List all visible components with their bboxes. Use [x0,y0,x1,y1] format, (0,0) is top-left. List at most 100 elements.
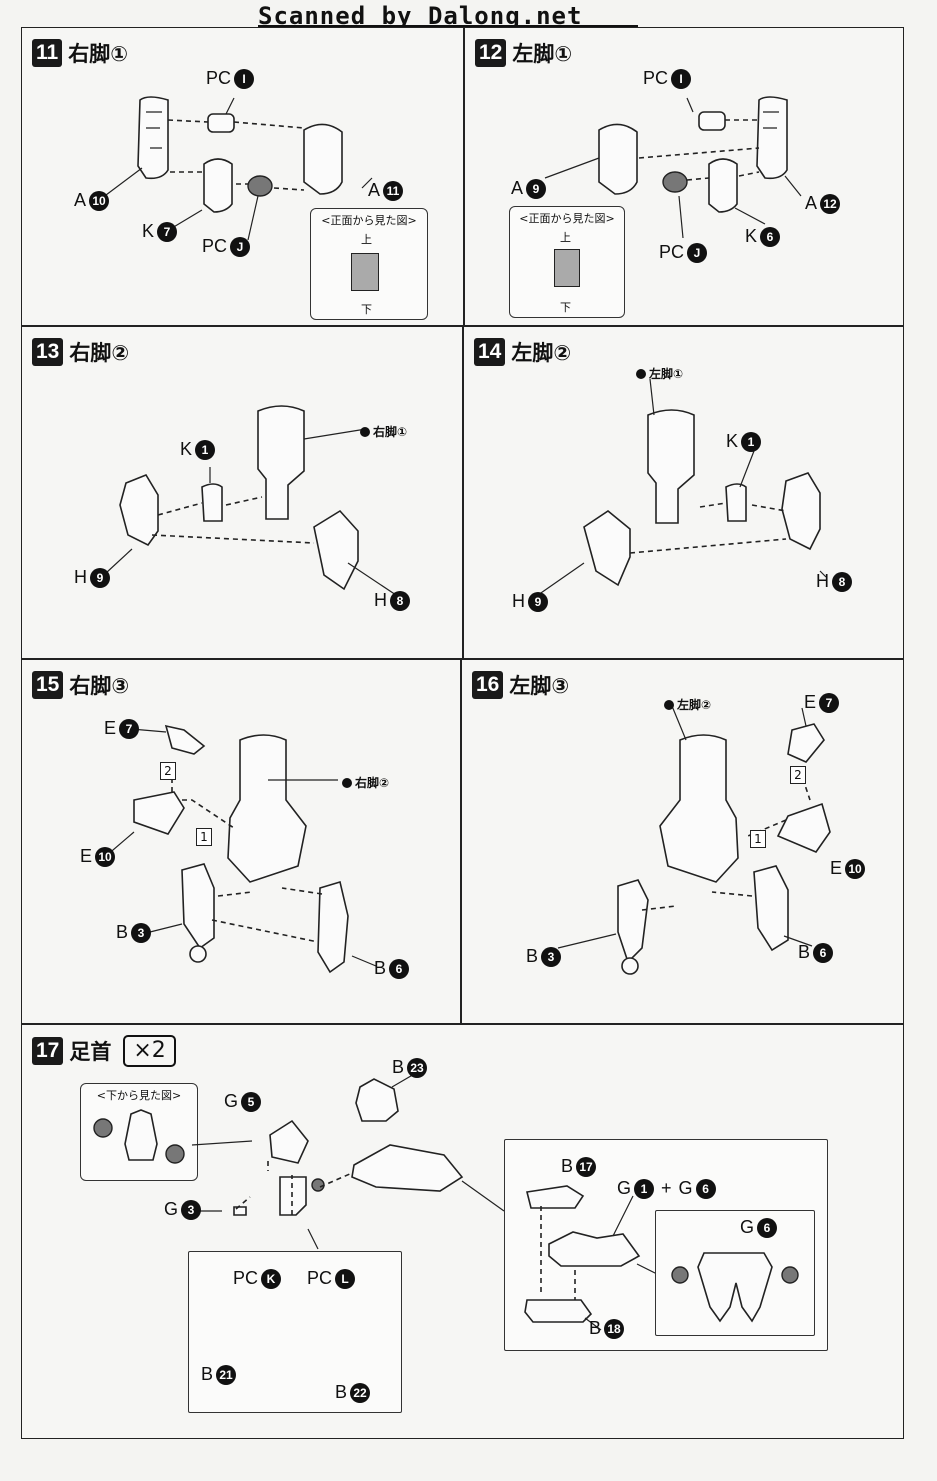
ref-right-leg-2: 右脚② [342,774,389,791]
step-name: 左脚③ [509,674,570,698]
step-number: 17 [32,1037,64,1065]
pc-front-shape [554,249,580,287]
part-number: 7 [819,692,840,713]
step-12-illustration [544,96,802,239]
step-17-title: 17 足首 ×2 [32,1035,176,1067]
step-17-illustration [191,1072,505,1388]
part-number: 1 [634,1178,655,1199]
step-name: 右脚③ [69,674,130,698]
g6-drawing [671,1252,799,1323]
part-number: 23 [407,1057,428,1078]
part-number: 9 [526,178,547,199]
order-step-2: 2 [160,762,176,780]
part-number: 3 [131,922,152,943]
part-number: 6 [760,226,781,247]
step-number: 13 [32,338,64,366]
step-13-illustration [105,405,403,600]
order-step-1: 1 [196,828,212,846]
part-number: 8 [390,590,410,611]
ref-left-leg-2: 左脚② [664,696,711,713]
part-number: I [234,68,255,89]
part-number: 6 [757,1217,778,1238]
step-number: 12 [475,39,507,67]
part-number: I [671,68,692,89]
pc-front-shape [351,253,379,291]
step-15-title: 15 右脚③ [32,670,129,700]
part-number: 6 [695,1178,716,1199]
bottom-view-drawing [93,1109,185,1164]
step-16-illustration [557,705,831,975]
step-11-illustration [101,96,373,241]
part-number: 1 [741,431,762,452]
part-number: J [687,242,708,263]
step-name: 足首 [69,1040,112,1064]
part-number: 22 [350,1382,371,1403]
step-number: 11 [32,39,63,67]
part-number: 1 [195,439,216,460]
order-step-1: 1 [750,830,766,848]
watermark-underline [258,25,638,27]
part-number: 10 [95,846,116,867]
step-11-title: 11 右脚① [32,38,128,68]
step-name: 左脚① [512,42,573,66]
front-view-inset: <正面から見た図> 上 下 [310,208,428,320]
step-14-illustration [537,378,827,596]
part-number: 3 [541,946,562,967]
step-15-illustration [105,724,377,974]
step-name: 右脚② [69,341,130,365]
part-number: 9 [528,591,548,612]
step-number: 16 [472,671,504,699]
step-name: 右脚① [68,42,128,66]
part-number: 21 [216,1364,237,1385]
step-16-title: 16 左脚③ [472,670,569,700]
toe-drawing [524,1185,658,1331]
front-view-inset: <正面から見た図> 上 下 [509,206,625,318]
inset-top-label: 上 [361,233,372,246]
step-13-title: 13 右脚② [32,337,129,367]
ref-right-leg-1: 右脚① [360,423,407,440]
part-number: 11 [383,180,404,201]
step-name: 左脚② [511,341,572,365]
part-number: L [335,1268,356,1289]
part-number: 7 [119,718,140,739]
part-number: 6 [389,958,410,979]
ref-left-leg-1: 左脚① [636,365,683,382]
part-number: J [230,236,251,257]
step-number: 14 [474,338,506,366]
